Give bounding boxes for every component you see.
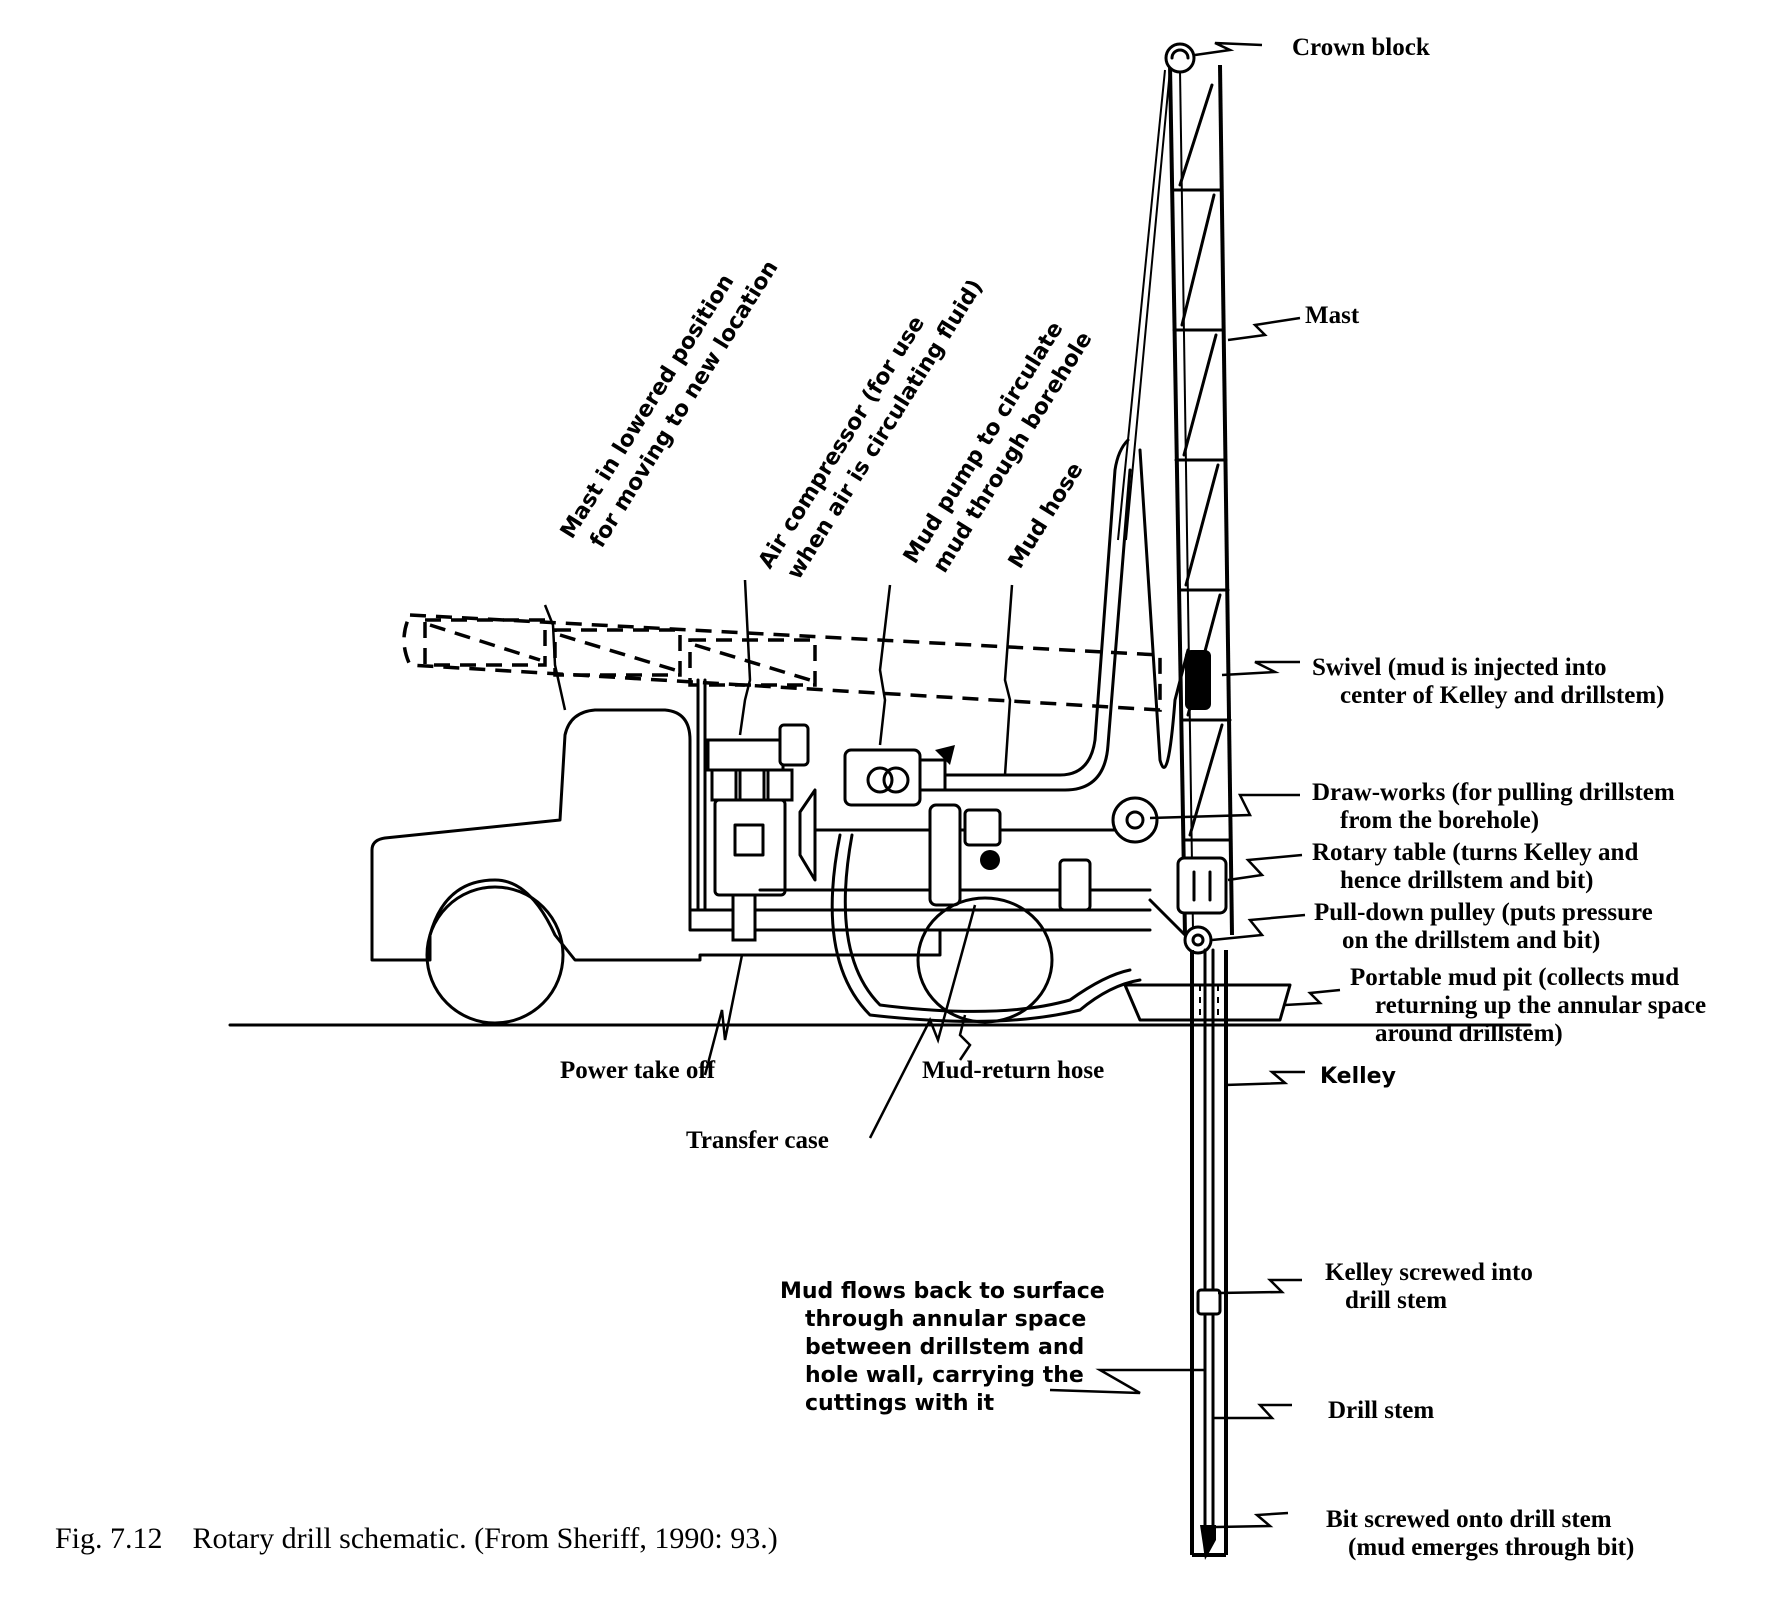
label-mast-lowered-line-2: for moving to new location xyxy=(586,256,784,552)
power-take-off xyxy=(713,788,817,942)
label-bit: Bit screwed onto drill stem (mud emerges… xyxy=(1326,1506,1634,1561)
label-mud-flows-back-line-1: Mud flows back to surface xyxy=(780,1279,1105,1304)
label-crown-block: Crown block xyxy=(1292,34,1430,61)
figure-caption: Fig. 7.12 Rotary drill schematic. (From … xyxy=(55,1522,778,1555)
air-compressor xyxy=(706,723,810,802)
label-portable-mud-pit-line-3: around drillstem) xyxy=(1375,1020,1563,1047)
swivel xyxy=(1185,650,1211,710)
mud-hose xyxy=(898,438,1130,777)
label-mud-hose: Mud hose xyxy=(1004,458,1089,573)
portable-mud-pit xyxy=(1123,983,1292,1022)
drill-bit xyxy=(1200,1525,1216,1560)
label-kelley-screwed-line-1: Kelley screwed into xyxy=(1325,1259,1533,1286)
borehole xyxy=(1190,948,1228,1557)
draw-works xyxy=(1111,796,1159,844)
label-draw-works-line-2: from the borehole) xyxy=(1340,807,1539,834)
label-mud-flows-back-line-5: cuttings with it xyxy=(805,1391,995,1416)
label-mast-lowered: Mast in lowered position for moving to n… xyxy=(556,240,784,559)
label-mud-return-hose: Mud-return hose xyxy=(922,1057,1104,1084)
label-kelley: Kelley xyxy=(1320,1064,1396,1089)
label-mud-flows-back-line-2: through annular space xyxy=(805,1307,1086,1332)
label-mud-pump-line-2: mud through borehole xyxy=(929,328,1098,578)
label-draw-works: Draw-works (for pulling drillstem from t… xyxy=(1312,779,1681,834)
rotary-table xyxy=(1176,856,1228,915)
crown-block xyxy=(1164,42,1196,74)
transfer-case xyxy=(928,803,1092,912)
label-mud-hose-line: Mud hose xyxy=(1004,458,1089,573)
label-mud-flows-back: Mud flows back to surface through annula… xyxy=(780,1279,1112,1416)
label-bit-line-2: (mud emerges through bit) xyxy=(1348,1534,1634,1561)
mud-tank xyxy=(916,896,1054,1024)
label-portable-mud-pit-line-1: Portable mud pit (collects mud xyxy=(1350,964,1679,991)
label-mast-lowered-line-1: Mast in lowered position xyxy=(556,270,740,543)
label-draw-works-line-1: Draw-works (for pulling drillstem xyxy=(1312,779,1675,806)
label-bit-line-1: Bit screwed onto drill stem xyxy=(1326,1506,1612,1533)
label-kelley-screwed-line-2: drill stem xyxy=(1345,1287,1447,1314)
label-rotary-table-line-1: Rotary table (turns Kelley and xyxy=(1312,839,1638,866)
label-pull-down-pulley-line-1: Pull-down pulley (puts pressure xyxy=(1314,899,1653,926)
label-air-compressor-line-1: Air compressor (for use xyxy=(754,312,930,573)
kelley-coupling xyxy=(1196,1288,1222,1316)
label-kelley-screwed: Kelley screwed into drill stem xyxy=(1325,1259,1539,1314)
label-pull-down-pulley-line-2: on the drillstem and bit) xyxy=(1342,927,1600,954)
label-rotary-table-line-2: hence drillstem and bit) xyxy=(1340,867,1593,894)
label-transfer-case: Transfer case xyxy=(686,1127,829,1154)
mast xyxy=(1117,64,1234,936)
label-portable-mud-pit: Portable mud pit (collects mud returning… xyxy=(1350,964,1712,1047)
label-rotary-table: Rotary table (turns Kelley and hence dri… xyxy=(1312,839,1645,894)
mast-lowered xyxy=(402,613,1162,712)
label-swivel: Swivel (mud is injected into center of K… xyxy=(1312,654,1664,709)
label-portable-mud-pit-line-2: returning up the annular space xyxy=(1375,992,1706,1019)
label-power-take-off: Power take off xyxy=(560,1057,716,1084)
label-swivel-line-1: Swivel (mud is injected into xyxy=(1312,654,1606,681)
leader-lines xyxy=(543,41,1341,1529)
label-mud-flows-back-line-3: between drillstem and xyxy=(805,1335,1084,1360)
pull-down-pulley xyxy=(1148,898,1213,955)
label-pull-down-pulley: Pull-down pulley (puts pressure on the d… xyxy=(1314,899,1659,954)
mud-pump xyxy=(843,745,955,807)
label-swivel-line-2: center of Kelley and drillstem) xyxy=(1340,682,1664,709)
label-mast: Mast xyxy=(1305,302,1360,329)
label-mud-flows-back-line-4: hole wall, carrying the xyxy=(805,1363,1084,1388)
label-drill-stem: Drill stem xyxy=(1328,1397,1434,1424)
